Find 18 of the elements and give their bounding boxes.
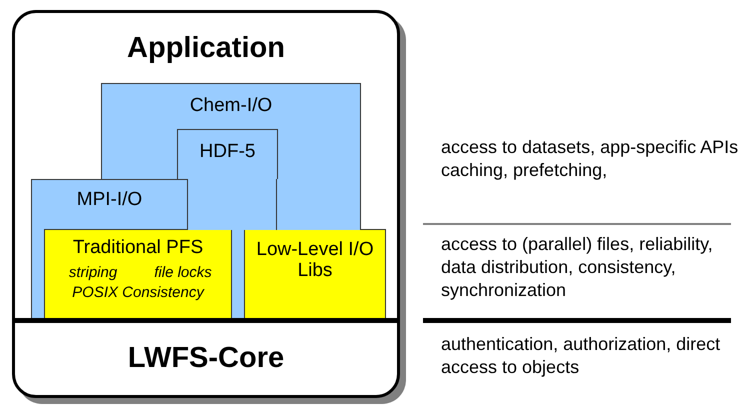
layer-label: HDF-5 <box>198 142 256 163</box>
layer-label: MPI-I/O <box>76 190 144 211</box>
layer-box <box>177 129 278 180</box>
layer-description: authentication, authorization, direct access to objects <box>441 333 722 379</box>
layer-description: access to datasets, app-specific APIs caching, prefetching, <box>441 136 740 182</box>
layer-box <box>244 229 386 321</box>
layer-note: striping <box>68 265 118 282</box>
layer-box <box>44 229 232 321</box>
layer-label: Low-Level I/O Libs <box>255 240 375 282</box>
layer-label: LWFS-Core <box>126 343 286 375</box>
layer-note: POSIX Consistency <box>71 285 206 302</box>
layer-box <box>101 83 361 179</box>
layer-label: Traditional PFS <box>72 238 204 259</box>
layer-label: Chem-I/O <box>188 96 274 117</box>
layer-note: file locks <box>154 265 212 282</box>
layer-description: access to (parallel) files, reliability, data distribution, consistency, synchronization <box>441 233 714 302</box>
layer-box <box>31 179 188 230</box>
layer-label: Application <box>126 33 286 65</box>
